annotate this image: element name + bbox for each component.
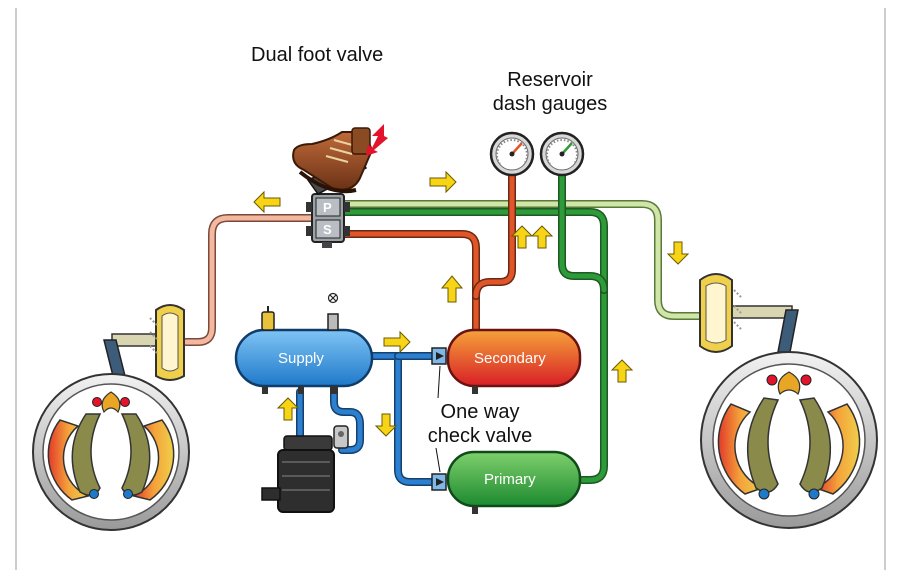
- check-valve-secondary-icon: [431, 347, 447, 365]
- flow-arrows: [253, 170, 690, 437]
- left-s-cam-icon: [101, 391, 121, 414]
- compressor-icon: [261, 435, 335, 513]
- secondary-gauge-line: [473, 173, 515, 299]
- right-brake-shoe: [746, 397, 780, 493]
- right-brake-drum: [700, 351, 878, 529]
- valve-secondary-port: [315, 219, 341, 239]
- left-brake-lining: [47, 419, 91, 501]
- check-valve-primary-icon: [431, 473, 447, 491]
- primary-tank-label: Primary: [484, 471, 536, 488]
- gauges-label-line2: dash gauges: [492, 93, 608, 115]
- governor-line: [331, 389, 363, 453]
- boot-icon: [292, 127, 374, 194]
- check-valve-label-line1: One way: [440, 401, 520, 423]
- left-brake-drum: [32, 373, 190, 531]
- governor-icon: [333, 425, 349, 449]
- air-lines: [182, 172, 704, 486]
- pressure-arrow-icon: [366, 124, 388, 156]
- arrow-up-icon: [276, 397, 300, 421]
- rear-line: [339, 201, 703, 319]
- arrow-right-icon: [429, 170, 457, 194]
- front-line-outline: [182, 214, 322, 346]
- secondary-gauge-icon: [489, 131, 535, 177]
- primary-gauge-icon: [539, 131, 585, 177]
- gauges-label: Reservoir dash gauges: [470, 68, 630, 116]
- left-brake-lining: [131, 419, 175, 501]
- valve-fitting: [306, 202, 312, 212]
- secondary-tank-label: Secondary: [474, 350, 546, 367]
- secondary-line: [339, 231, 479, 333]
- diagram-title: Dual foot valve: [251, 44, 384, 66]
- supply-tank-label: Supply: [278, 350, 324, 367]
- right-brake-chamber: [699, 273, 799, 353]
- left-brake-chamber: [103, 304, 185, 381]
- arrow-up-icon: [610, 359, 634, 383]
- arrow-down-icon: [666, 241, 690, 265]
- primary-line: [339, 209, 607, 483]
- supply-line-primary: [367, 353, 443, 485]
- arrow-right-icon: [383, 330, 411, 354]
- arrow-up-icon: [440, 275, 464, 303]
- safety-valve-icon: [261, 306, 275, 331]
- right-s-cam-icon: [777, 371, 801, 396]
- check-valve-leader: [435, 447, 441, 473]
- gauges-label-line1: Reservoir: [507, 69, 593, 91]
- valve-fitting: [306, 226, 312, 236]
- valve-label-s: S: [323, 222, 332, 237]
- check-valve-label: One way check valve: [414, 400, 546, 448]
- arrow-up-icon: [510, 225, 534, 249]
- right-brake-shoe: [798, 397, 832, 493]
- primary-gauge-line: [559, 173, 607, 293]
- drain-valve-icon: [327, 292, 339, 331]
- valve-exhaust: [322, 242, 332, 248]
- arrow-up-icon: [530, 225, 554, 249]
- arrow-down-icon: [374, 413, 398, 437]
- front-line: [183, 215, 321, 345]
- primary-tank: [446, 450, 582, 514]
- secondary-tank: [446, 328, 582, 394]
- check-valve-label-line2: check valve: [427, 425, 533, 447]
- valve-fitting: [344, 202, 350, 212]
- arrow-left-icon: [253, 190, 281, 214]
- valve-fitting: [344, 226, 350, 236]
- rear-line-outline: [338, 200, 704, 320]
- check-valve-leader: [437, 365, 441, 399]
- valve-label-p: P: [323, 200, 332, 215]
- valve-primary-port: [315, 197, 341, 217]
- supply-tank: [234, 328, 374, 394]
